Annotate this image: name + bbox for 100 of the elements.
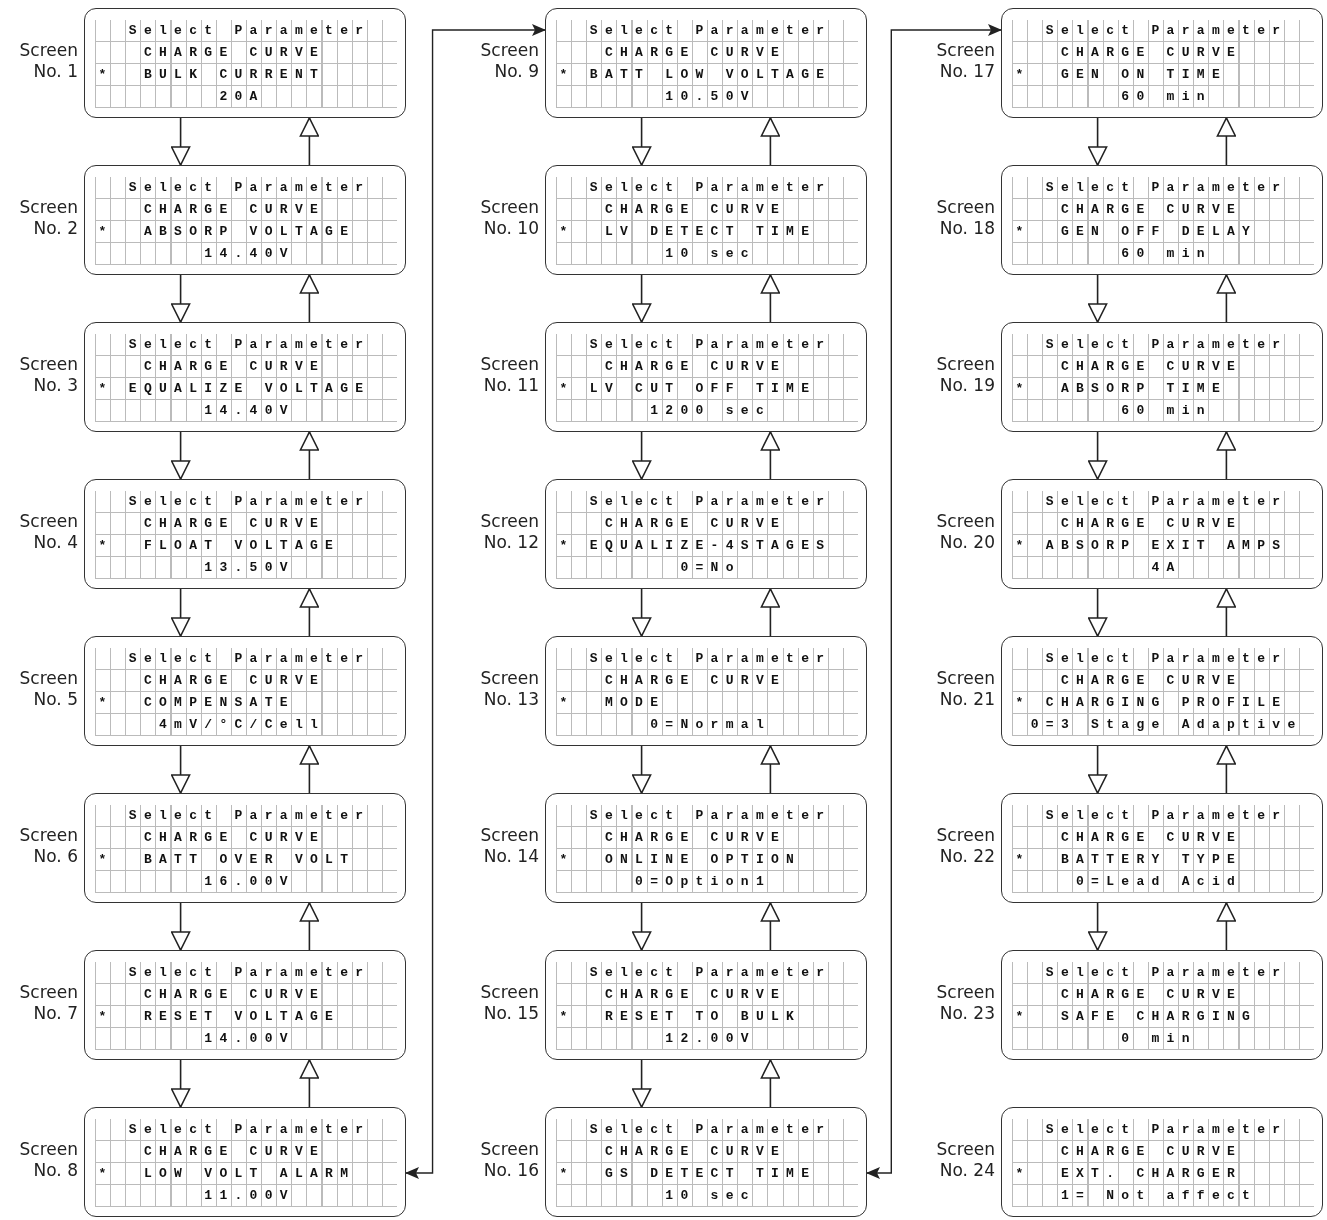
- cursor-mark: *: [1015, 537, 1031, 555]
- display-line: GEN ON TIME: [1060, 66, 1227, 84]
- screen-label: Screen No. 19: [935, 354, 995, 396]
- display-line: Select Parameter: [589, 650, 832, 668]
- cursor-mark: *: [1015, 66, 1031, 84]
- cursor-mark: *: [559, 851, 575, 869]
- cursor-mark: *: [98, 66, 114, 84]
- display-line: CHARGE CURVE: [1060, 986, 1243, 1004]
- display-line: Select Parameter: [128, 1121, 371, 1139]
- display-line: CHARGE CURVE: [143, 358, 326, 376]
- display-line: EQUALIZE-4STAGES: [589, 537, 832, 555]
- display-line: ABSORP VOLTAGE: [143, 223, 356, 241]
- screen-label: Screen No. 22: [935, 825, 995, 867]
- display-line: CHARGE CURVE: [1060, 515, 1243, 533]
- display-line: 10 sec: [665, 1187, 756, 1205]
- display-line: 4A: [1151, 559, 1182, 577]
- display-line: EQUALIZE VOLTAGE: [128, 380, 371, 398]
- arrow: [760, 274, 781, 323]
- screen-label: Screen No. 5: [18, 668, 78, 710]
- cursor-mark: *: [559, 537, 575, 555]
- screen-label: Screen No. 7: [18, 982, 78, 1024]
- lcd-screen-panel: [84, 479, 406, 589]
- display-line: CHARGE CURVE: [1060, 672, 1243, 690]
- cursor-mark: *: [98, 1165, 114, 1183]
- lcd-screen-panel: [545, 950, 867, 1060]
- display-line: CHARGE CURVE: [604, 358, 787, 376]
- arrow: [1087, 274, 1108, 323]
- display-line: SAFE CHARGING: [1060, 1008, 1258, 1026]
- arrow: [1087, 117, 1108, 166]
- arrow: [170, 902, 191, 951]
- screen-label: Screen No. 18: [935, 197, 995, 239]
- arrow: [1216, 745, 1237, 794]
- arrow: [631, 588, 652, 637]
- display-line: CHARGE CURVE: [143, 829, 326, 847]
- cursor-mark: *: [1015, 380, 1031, 398]
- display-line: Select Parameter: [1045, 964, 1288, 982]
- display-line: ABSORP EXIT AMPS: [1045, 537, 1288, 555]
- screen-label: Screen No. 3: [18, 354, 78, 396]
- arrow: [299, 588, 320, 637]
- arrow: [299, 1059, 320, 1108]
- screen-label: Screen No. 9: [479, 40, 539, 82]
- screen-label: Screen No. 17: [935, 40, 995, 82]
- lcd-screen-panel: [1001, 479, 1323, 589]
- display-line: CHARGE CURVE: [604, 44, 787, 62]
- arrow: [631, 902, 652, 951]
- display-line: CHARGING PROFILE: [1045, 694, 1288, 712]
- display-line: Select Parameter: [128, 807, 371, 825]
- lcd-screen-panel: [1001, 8, 1323, 118]
- arrow: [760, 431, 781, 480]
- display-line: MODE: [604, 694, 666, 712]
- arrow: [299, 274, 320, 323]
- display-line: Select Parameter: [1045, 22, 1288, 40]
- arrow: [299, 902, 320, 951]
- arrow: [631, 274, 652, 323]
- arrow: [1087, 431, 1108, 480]
- display-line: CHARGE CURVE: [604, 515, 787, 533]
- display-line: 14.40V: [204, 245, 295, 263]
- display-line: Select Parameter: [589, 336, 832, 354]
- display-line: 14.00V: [204, 1030, 295, 1048]
- cursor-mark: *: [559, 1165, 575, 1183]
- arrow: [405, 24, 546, 1179]
- display-line: Select Parameter: [589, 22, 832, 40]
- arrow: [170, 274, 191, 323]
- lcd-screen-panel: [545, 8, 867, 118]
- display-line: RESET TO BULK: [604, 1008, 802, 1026]
- display-line: CHARGE CURVE: [143, 1143, 326, 1161]
- arrow: [760, 1059, 781, 1108]
- lcd-screen-panel: [545, 793, 867, 903]
- cursor-mark: *: [559, 1008, 575, 1026]
- arrow: [299, 431, 320, 480]
- cursor-mark: *: [98, 694, 114, 712]
- display-line: 13.50V: [204, 559, 295, 577]
- cursor-mark: *: [559, 223, 575, 241]
- cursor-mark: *: [1015, 1165, 1031, 1183]
- lcd-screen-panel: [84, 8, 406, 118]
- display-line: 4mV/°C/Cell: [159, 716, 326, 734]
- display-line: Select Parameter: [128, 493, 371, 511]
- cursor-mark: *: [1015, 694, 1031, 712]
- cursor-mark: *: [1015, 851, 1031, 869]
- display-line: Select Parameter: [128, 22, 371, 40]
- display-line: 12.00V: [665, 1030, 756, 1048]
- display-line: CHARGE CURVE: [604, 986, 787, 1004]
- display-line: CHARGE CURVE: [143, 986, 326, 1004]
- display-line: 10 sec: [665, 245, 756, 263]
- display-line: CHARGE CURVE: [1060, 358, 1243, 376]
- lcd-screen-panel: [1001, 165, 1323, 275]
- arrow: [631, 1059, 652, 1108]
- cursor-mark: *: [98, 851, 114, 869]
- display-line: Select Parameter: [128, 336, 371, 354]
- screen-label: Screen No. 23: [935, 982, 995, 1024]
- screen-label: Screen No. 4: [18, 511, 78, 553]
- lcd-screen-panel: [545, 165, 867, 275]
- arrow: [1216, 588, 1237, 637]
- arrow: [1087, 588, 1108, 637]
- screen-label: Screen No. 15: [479, 982, 539, 1024]
- display-line: 16.00V: [204, 873, 295, 891]
- display-line: CHARGE CURVE: [1060, 829, 1243, 847]
- display-line: Select Parameter: [128, 650, 371, 668]
- screen-label: Screen No. 14: [479, 825, 539, 867]
- display-line: Select Parameter: [589, 807, 832, 825]
